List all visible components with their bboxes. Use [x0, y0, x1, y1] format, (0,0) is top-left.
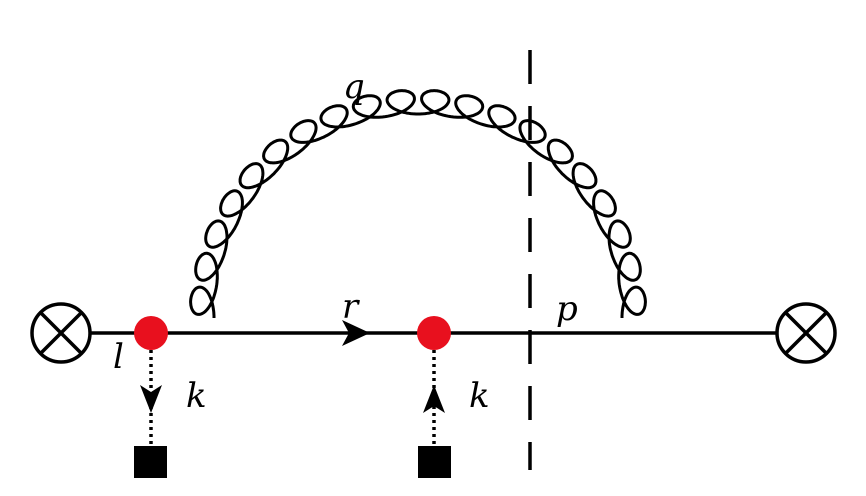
filled-square-icon [418, 446, 451, 478]
label-l: l [113, 337, 124, 377]
vertex-dot-right [417, 316, 451, 350]
vertex-dot-left [134, 316, 168, 350]
label-r: r [342, 287, 360, 327]
propagator-arrow [342, 320, 370, 346]
insertion-arrow-right [423, 385, 445, 413]
label-k-right: k [469, 376, 490, 416]
insertion-arrow-left [140, 385, 162, 413]
circled-cross-icon [30, 302, 92, 364]
label-q: q [343, 67, 365, 107]
label-k-left: k [186, 376, 207, 416]
label-p: p [556, 289, 578, 329]
circled-cross-icon [775, 302, 837, 364]
filled-square-icon [134, 446, 167, 478]
gluon-loop [189, 89, 647, 318]
